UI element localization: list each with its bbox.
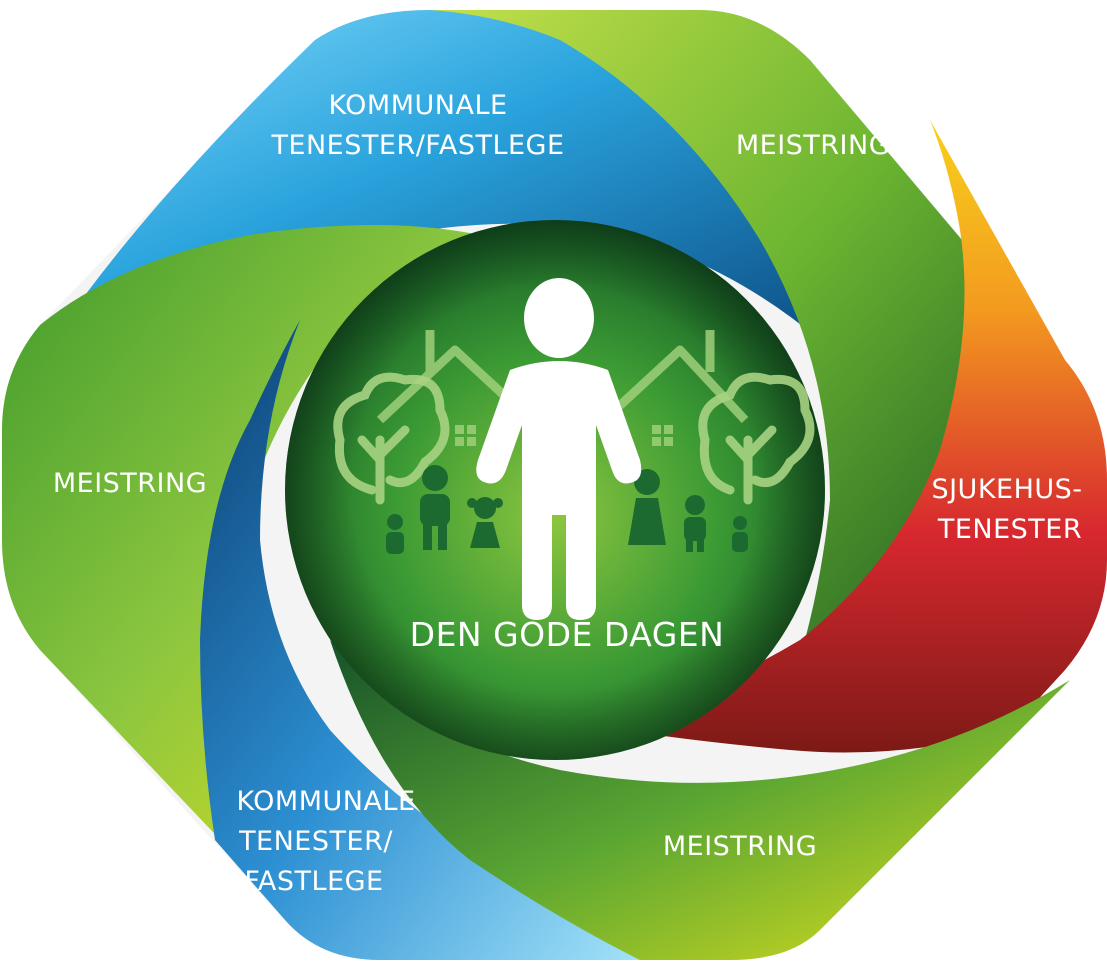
label-coping-left: MEISTRING — [53, 468, 207, 499]
house-left-icon — [376, 330, 524, 424]
family-figures-right-icon — [628, 469, 748, 552]
house-right-window-icon — [652, 425, 673, 446]
center-title: DEN GODE DAGEN — [410, 615, 725, 654]
label-municipal-services-bottom-line1: KOMMUNALE — [236, 786, 415, 817]
label-municipal-services-top-line1: KOMMUNALE — [328, 90, 507, 121]
label-municipal-services-bottom-line2: TENESTER/ — [238, 826, 393, 857]
segment-coping-bottom — [330, 640, 1070, 960]
label-hospital-services-line2: TENESTER — [937, 514, 1082, 545]
label-coping-bottom: MEISTRING — [663, 831, 817, 862]
label-municipal-services-bottom-line3: FASTLEGE — [244, 866, 383, 897]
label-municipal-services-top-line2: TENESTER/FASTLEGE — [270, 130, 564, 161]
label-hospital-services-line1: SJUKEHUS- — [931, 474, 1082, 505]
house-left-window-icon — [455, 425, 476, 446]
tree-left-icon — [333, 372, 450, 505]
tree-right-icon — [698, 372, 815, 505]
family-figures-left-icon — [386, 465, 503, 554]
person-icon — [476, 278, 642, 620]
segment-municipal-services-bottom — [200, 320, 660, 960]
segment-coping-top — [430, 10, 1000, 690]
segment-coping-left — [2, 225, 480, 850]
segment-hospital-services — [590, 120, 1107, 753]
label-coping-top: MEISTRING — [736, 130, 890, 161]
